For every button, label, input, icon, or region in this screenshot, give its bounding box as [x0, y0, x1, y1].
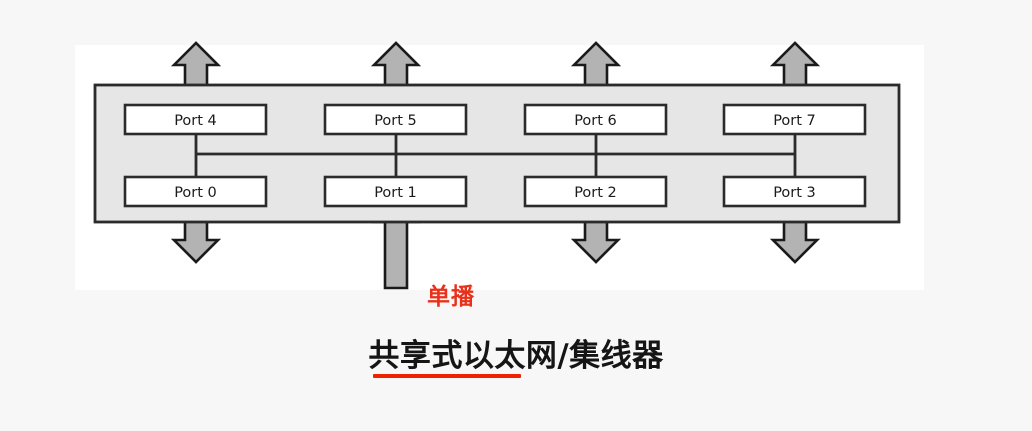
port-box-port-4[interactable]: Port 4: [123, 103, 268, 136]
unicast-annotation: 单播: [427, 284, 475, 310]
figure-caption: 共享式以太网/集线器: [0, 330, 1032, 378]
port-label: Port 1: [374, 185, 417, 201]
top-port-boxes: Port 4 Port 5 Port 6 Port 7: [123, 103, 867, 136]
port-box-port-7[interactable]: Port 7: [722, 103, 867, 136]
caption-inner: 共享式以太网/集线器: [368, 330, 664, 378]
port-box-port-6[interactable]: Port 6: [523, 103, 668, 136]
port-label: Port 3: [773, 185, 816, 201]
port-label: Port 4: [174, 113, 217, 129]
port-label: Port 5: [374, 113, 417, 129]
caption-text: 共享式以太网/集线器: [368, 338, 664, 374]
port-label: Port 2: [574, 185, 617, 201]
port-label: Port 0: [174, 185, 217, 201]
bottom-port-boxes: Port 0 Port 1 Port 2 Port 3: [123, 175, 867, 208]
port-label: Port 7: [773, 113, 816, 129]
hub-diagram: Port 4 Port 5 Port 6 Port 7 Port 0: [93, 41, 901, 290]
port-connection-lines: [194, 134, 797, 177]
port-box-port-3[interactable]: Port 3: [722, 175, 867, 208]
caption-underline: [373, 374, 522, 378]
port-box-port-5[interactable]: Port 5: [323, 103, 468, 136]
port-label: Port 6: [574, 113, 617, 129]
port-box-port-2[interactable]: Port 2: [523, 175, 668, 208]
port-box-port-0[interactable]: Port 0: [123, 175, 268, 208]
port-box-port-1[interactable]: Port 1: [323, 175, 468, 208]
